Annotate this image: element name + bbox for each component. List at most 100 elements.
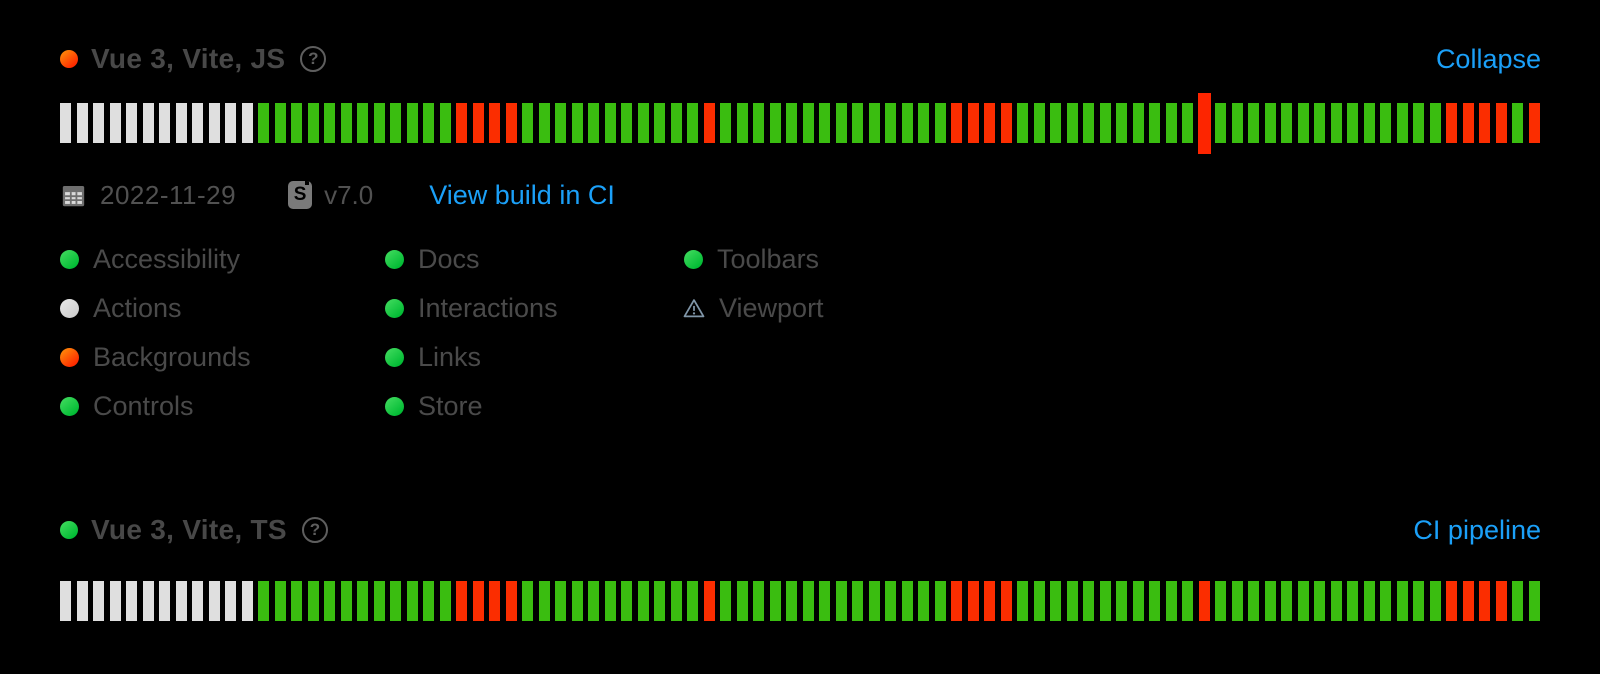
build-stripe-fail[interactable] [505,581,517,621]
build-stripe-pass[interactable] [324,581,335,621]
build-stripe-pass[interactable] [934,103,946,143]
build-stripe-pass[interactable] [1396,103,1408,143]
build-stripe-pass[interactable] [1429,581,1441,621]
build-stripe-pass[interactable] [1347,581,1358,621]
build-stripe-pass[interactable] [736,581,748,621]
build-stripe-skip[interactable] [109,103,121,143]
build-stripe-skip[interactable] [175,581,187,621]
build-stripe-pass[interactable] [918,103,929,143]
build-stripe-skip[interactable] [192,103,203,143]
build-stripe-pass[interactable] [654,581,665,621]
build-stripe-fail[interactable] [489,581,500,621]
build-stripe-pass[interactable] [918,581,929,621]
build-stripe-fail[interactable] [505,103,517,143]
build-stripe-pass[interactable] [687,103,698,143]
build-stripe-pass[interactable] [819,581,830,621]
build-stripe-fail[interactable] [1528,103,1540,143]
build-stripe-pass[interactable] [1248,103,1259,143]
build-stripe-pass[interactable] [423,581,434,621]
build-stripe-pass[interactable] [1083,581,1094,621]
build-stripe-pass[interactable] [1116,581,1127,621]
build-stripe-pass[interactable] [307,581,319,621]
build-stripe-pass[interactable] [373,581,385,621]
build-stripe-skip[interactable] [225,103,236,143]
build-stripe-fail[interactable] [472,103,484,143]
build-stripe-pass[interactable] [786,103,797,143]
build-stripe-skip[interactable] [93,581,104,621]
build-stripe-pass[interactable] [885,103,896,143]
build-stripe-pass[interactable] [654,103,665,143]
build-stripe-pass[interactable] [588,581,599,621]
build-stripe-pass[interactable] [1330,103,1342,143]
build-stripe-pass[interactable] [1396,581,1408,621]
build-stripe-skip[interactable] [175,103,187,143]
build-stripe-skip[interactable] [241,103,253,143]
build-stripe-fail[interactable] [1000,103,1012,143]
build-stripe-pass[interactable] [1314,103,1325,143]
build-stripe-pass[interactable] [1050,581,1061,621]
build-stripe-pass[interactable] [373,103,385,143]
build-stripe-pass[interactable] [637,103,649,143]
build-stripe-pass[interactable] [274,103,286,143]
build-stripe-pass[interactable] [1033,103,1045,143]
build-stripe-fail[interactable] [1446,103,1457,143]
build-stripe-pass[interactable] [1050,103,1061,143]
build-stripe-skip[interactable] [192,581,203,621]
build-stripe-pass[interactable] [1215,581,1226,621]
build-stripe-pass[interactable] [1347,103,1358,143]
build-stripe-pass[interactable] [720,103,731,143]
build-stripe-skip[interactable] [208,581,220,621]
build-stripe-pass[interactable] [1132,103,1144,143]
build-stripe-fail[interactable] [472,581,484,621]
build-stripe-pass[interactable] [291,581,302,621]
build-stripe-skip[interactable] [109,581,121,621]
build-stripe-pass[interactable] [786,581,797,621]
build-stripe-pass[interactable] [1149,103,1160,143]
build-stripe-fail_selected[interactable] [1197,92,1211,154]
build-stripe-pass[interactable] [1281,103,1292,143]
build-stripe-fail[interactable] [1000,581,1012,621]
build-stripe-fail[interactable] [1462,103,1474,143]
build-stripe-pass[interactable] [852,581,863,621]
build-stripe-pass[interactable] [687,581,698,621]
collapse-link[interactable]: Collapse [1435,43,1541,74]
build-stripe-pass[interactable] [868,103,880,143]
build-stripe-skip[interactable] [76,103,88,143]
build-stripe-pass[interactable] [1116,103,1127,143]
build-stripe-fail[interactable] [703,581,715,621]
build-stripe-pass[interactable] [819,103,830,143]
build-stripe-skip[interactable] [126,103,137,143]
build-stripe-pass[interactable] [1380,103,1391,143]
build-stripe-pass[interactable] [1429,103,1441,143]
build-stripe-fail[interactable] [984,581,995,621]
build-stripe-fail[interactable] [1479,581,1490,621]
build-stripe-pass[interactable] [258,103,269,143]
build-stripe-pass[interactable] [1231,103,1243,143]
build-stripe-skip[interactable] [93,103,104,143]
build-stripe-pass[interactable] [769,103,781,143]
help-icon[interactable]: ? [301,517,328,543]
build-stripe-pass[interactable] [670,103,682,143]
build-stripe-skip[interactable] [159,103,170,143]
build-stripe-pass[interactable] [1512,581,1523,621]
build-history-bar[interactable] [60,581,1541,621]
build-stripe-pass[interactable] [1297,581,1309,621]
build-stripe-pass[interactable] [736,103,748,143]
build-stripe-pass[interactable] [1132,581,1144,621]
build-stripe-fail[interactable] [1479,103,1490,143]
build-stripe-pass[interactable] [1314,581,1325,621]
build-stripe-pass[interactable] [357,103,368,143]
build-stripe-pass[interactable] [670,581,682,621]
build-stripe-pass[interactable] [1083,103,1094,143]
build-stripe-fail[interactable] [1495,103,1507,143]
build-stripe-pass[interactable] [852,103,863,143]
build-stripe-pass[interactable] [802,581,814,621]
build-stripe-pass[interactable] [1248,581,1259,621]
view-build-link[interactable]: View build in CI [429,179,615,210]
build-stripe-skip[interactable] [126,581,137,621]
build-stripe-fail[interactable] [456,581,467,621]
build-stripe-fail[interactable] [951,581,962,621]
build-stripe-skip[interactable] [225,581,236,621]
build-stripe-pass[interactable] [1182,103,1193,143]
build-stripe-pass[interactable] [868,581,880,621]
